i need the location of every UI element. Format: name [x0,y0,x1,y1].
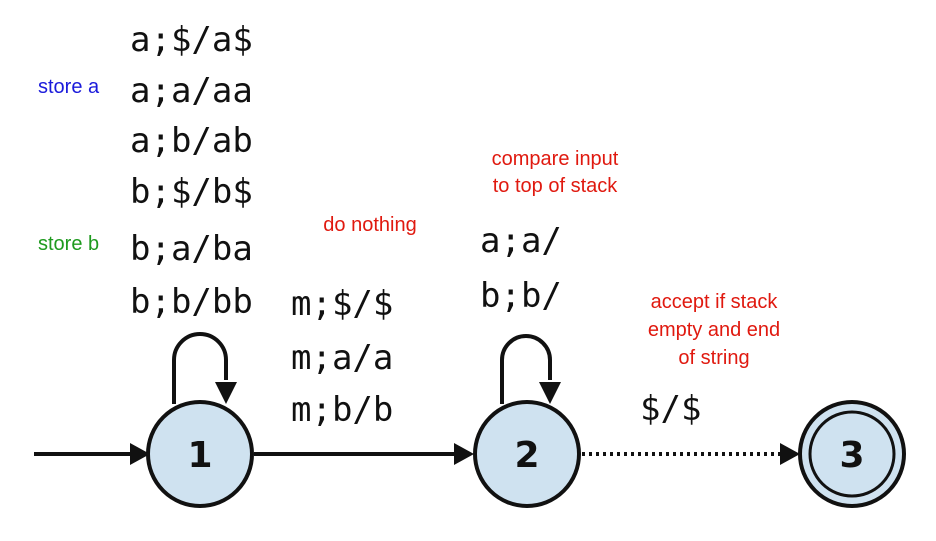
loop1-transition-4: b;a/ba [130,229,253,269]
note-compare-line-1: compare input [492,148,619,170]
loop2-transition-0: a;a/ [480,221,562,261]
state-3-accept-ring [808,410,896,498]
edge-1-to-2-head [454,443,474,465]
state-2-label: 2 [514,435,539,476]
self-loop-1-head [215,382,237,404]
loop1-transition-5: b;b/bb [130,282,253,322]
note-store-a: store a [38,76,100,98]
edge12-transition-0: m;$/$ [291,284,393,324]
note-accept-line-2: empty and end [648,319,780,341]
state-3-label: 3 [839,435,864,476]
edge23-transition-0: $/$ [640,389,701,429]
edge12-transition-1: m;a/a [291,338,393,378]
loop1-transition-1: a;a/aa [130,71,253,111]
start-arrow-head [130,443,150,465]
edge-2-to-3-head [780,443,800,465]
self-loop-2 [500,334,552,404]
note-compare-line-2: to top of stack [493,175,619,197]
state-3-outer-circle [798,400,906,508]
edge12-transition-2: m;b/b [291,390,393,430]
note-store-b: store b [38,233,99,255]
loop1-transition-3: b;$/b$ [130,172,253,212]
note-accept-line-3: of string [678,347,749,369]
state-2-circle [473,400,581,508]
note-accept-line-1: accept if stack [651,291,779,313]
loop1-transition-0: a;$/a$ [130,20,253,60]
note-do-nothing: do nothing [323,214,416,236]
state-1-circle [146,400,254,508]
self-loop-1 [172,332,228,404]
self-loop-2-head [539,382,561,404]
loop1-transition-2: a;b/ab [130,121,253,161]
loop2-transition-1: b;b/ [480,276,562,316]
state-1-label: 1 [187,435,212,476]
